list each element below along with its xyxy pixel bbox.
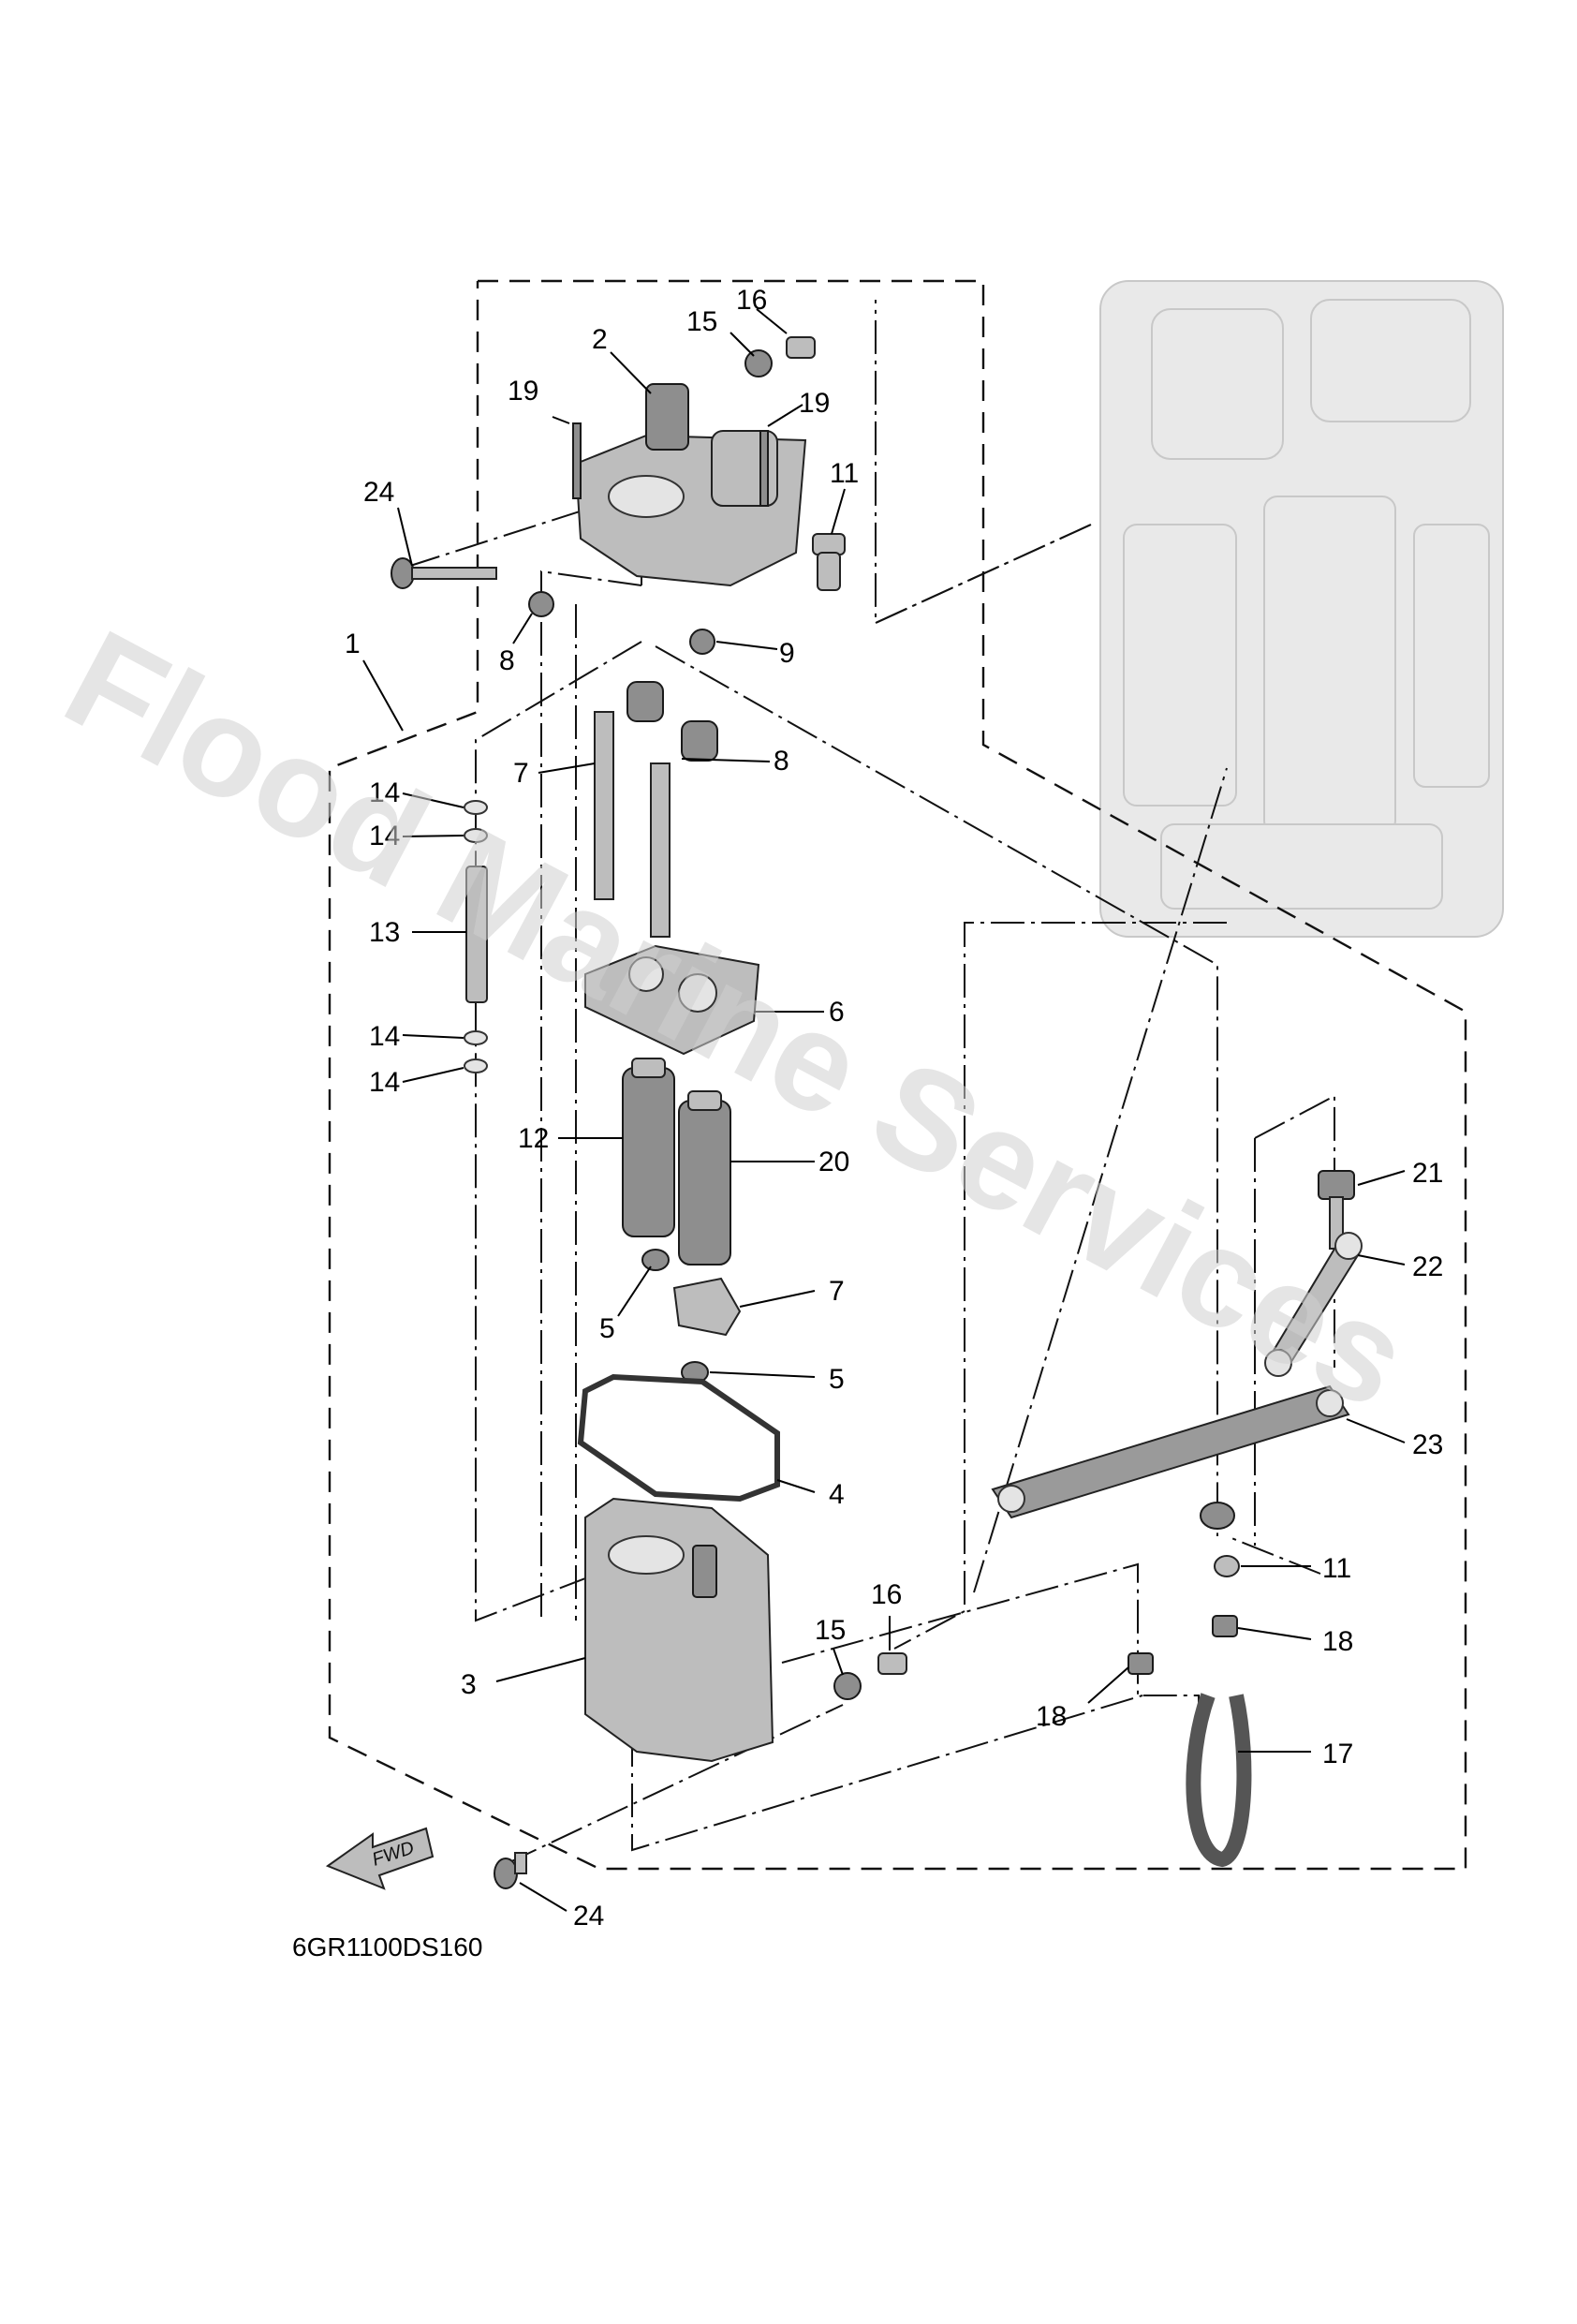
part-4-gasket [577, 1373, 780, 1502]
callout-18-left: 18 [1036, 1701, 1067, 1732]
callout-22: 22 [1412, 1251, 1443, 1282]
callout-14-2: 14 [369, 821, 400, 851]
callout-14-1: 14 [369, 777, 400, 808]
engine-block-background [1099, 280, 1504, 938]
part-5-grommet-left [641, 1249, 670, 1271]
part-19-screw-left [572, 422, 582, 499]
part-10-grommet [812, 533, 846, 591]
part-22-stay [1264, 1232, 1363, 1377]
part-3-filter-case [584, 1497, 774, 1763]
callout-12: 12 [518, 1123, 549, 1154]
part-24-bolt-top [391, 557, 497, 589]
callout-6: 6 [829, 997, 845, 1028]
callout-23: 23 [1412, 1429, 1443, 1460]
part-7-clamp [672, 1277, 742, 1337]
callout-15-top: 15 [686, 306, 717, 337]
callout-16-bottom: 16 [871, 1579, 902, 1610]
part-2-filter-cover [574, 383, 807, 587]
callout-labels: 16 15 2 19 19 24 11 8 9 1 7 8 14 14 13 1… [345, 285, 1443, 1932]
callout-16-top: 16 [736, 285, 767, 316]
part-8-hose-left [594, 681, 664, 900]
part-17-hose-loop [1186, 1693, 1252, 1868]
callout-17: 17 [1322, 1739, 1353, 1769]
callout-24-top: 24 [363, 477, 394, 508]
part-14-oring-2 [464, 828, 488, 843]
part-20-fuel-pump [678, 1090, 731, 1266]
callout-21: 21 [1412, 1158, 1443, 1189]
callout-4: 4 [829, 1479, 845, 1510]
part-21-bolt [1318, 1170, 1355, 1250]
callout-5-right: 5 [829, 1364, 845, 1395]
callout-8-left: 7 [513, 758, 529, 789]
part-14-oring-4 [464, 1058, 488, 1073]
part-14-oring-1 [464, 800, 488, 815]
callout-19-right: 19 [799, 388, 830, 419]
diagram-code: 6GR1100DS160 [292, 1932, 482, 1961]
part-23-plate [991, 1384, 1350, 1519]
assembly-chain-lines [406, 300, 1335, 1865]
callout-9-right: 9 [779, 638, 795, 669]
callout-10: 11 [830, 458, 859, 489]
part-11-collar [1200, 1502, 1235, 1530]
part-16-bolt-bottom [877, 1652, 907, 1675]
callout-14-3: 14 [369, 1021, 400, 1052]
callout-2: 2 [592, 324, 608, 355]
fwd-direction-arrow: FWD [325, 1827, 435, 1890]
callout-3: 3 [461, 1669, 477, 1700]
callout-11: 11 [1322, 1553, 1351, 1584]
part-24-bolt-bottom [494, 1852, 527, 1889]
callout-24-bottom: 24 [573, 1901, 604, 1932]
part-18-clip-left [1127, 1652, 1154, 1675]
callout-19-left: 19 [508, 376, 538, 407]
part-15-screw-top [744, 349, 773, 377]
assembly-outline [328, 279, 1467, 1871]
callout-18-right: 18 [1322, 1626, 1353, 1657]
part-11-grommet [1214, 1555, 1240, 1577]
part-12-fuel-pump [622, 1058, 675, 1237]
callout-13: 13 [369, 917, 400, 948]
part-9-nut-left [528, 591, 554, 617]
callout-14-4: 14 [369, 1067, 400, 1098]
callout-15-bottom: 15 [815, 1615, 846, 1646]
part-16-bolt-top [786, 336, 816, 359]
part-19-screw-right [759, 430, 769, 507]
part-15-screw-bottom [833, 1672, 862, 1700]
callout-5-left: 5 [599, 1313, 615, 1344]
callout-1: 1 [345, 629, 361, 659]
part-8-hose-right [650, 720, 718, 938]
part-18-clip-right [1212, 1615, 1238, 1637]
callout-7: 7 [829, 1276, 845, 1307]
part-6-pump-bracket [584, 944, 760, 1056]
callout-8-right: 8 [774, 746, 789, 777]
callout-20: 20 [818, 1147, 849, 1177]
part-14-oring-3 [464, 1030, 488, 1045]
part-9-nut-right [689, 629, 715, 655]
part-13-joint-pipe [465, 866, 488, 1003]
callout-9-left: 8 [499, 645, 515, 676]
leader-lines [362, 308, 1406, 1912]
